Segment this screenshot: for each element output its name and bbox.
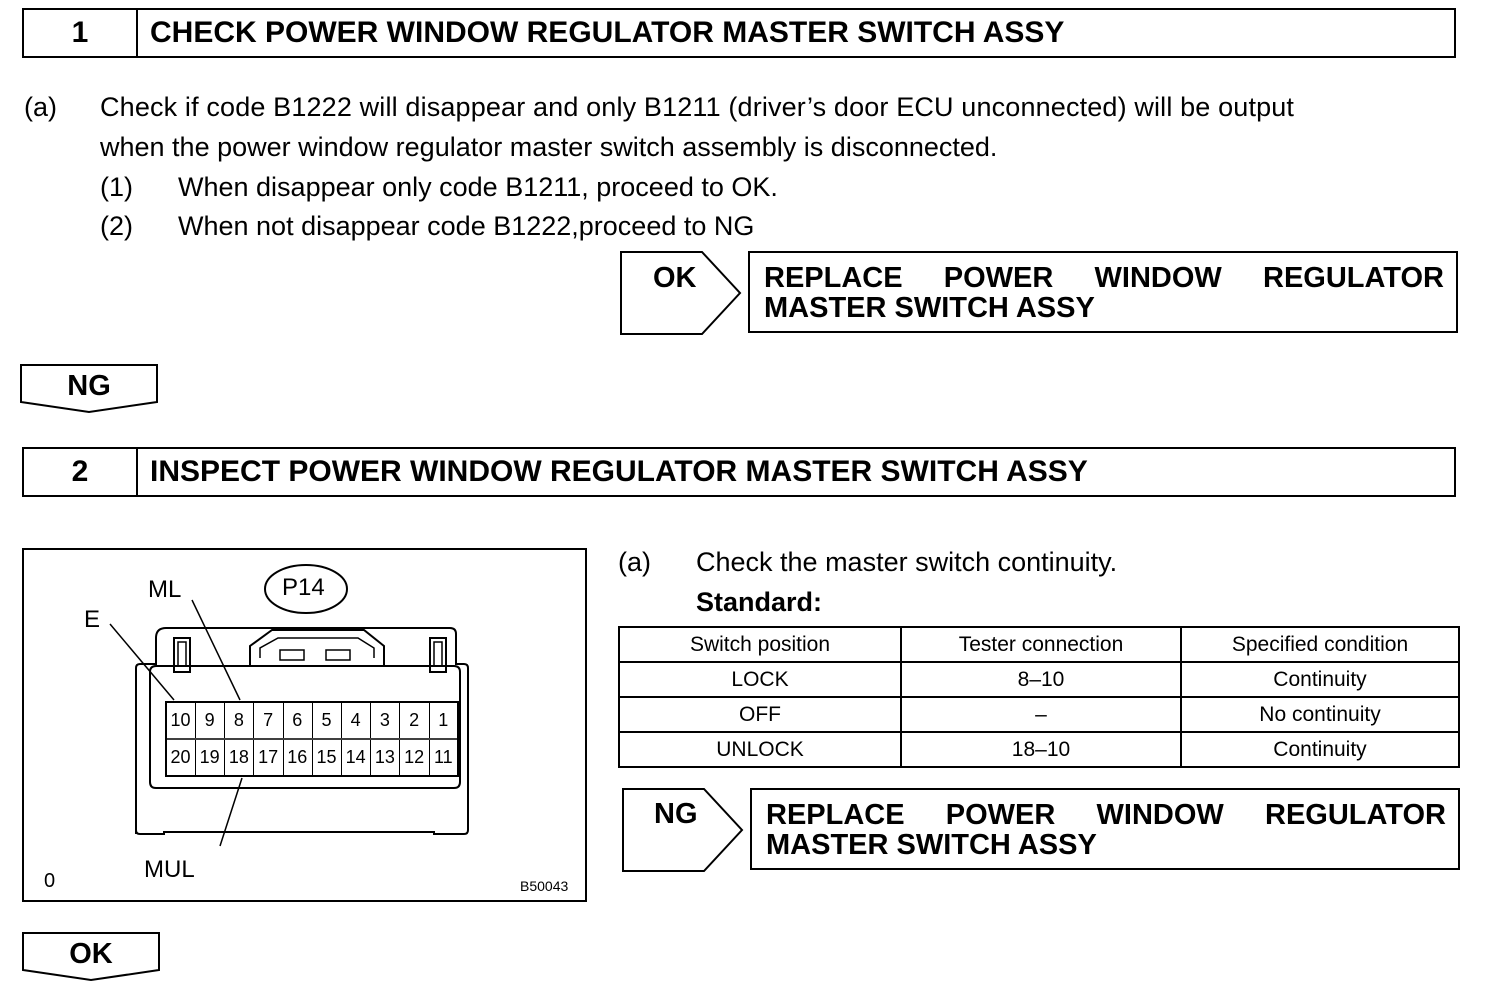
table-header: Specified condition — [1180, 626, 1460, 663]
continuity-table: Switch position Tester connection Specif… — [618, 626, 1460, 768]
label-e: E — [84, 606, 101, 633]
connector-pin: 14 — [341, 740, 372, 775]
table-cell: OFF — [618, 696, 902, 733]
table-cell: 8–10 — [900, 661, 1182, 698]
step-1-sub2-marker: (2) — [100, 211, 133, 241]
step-2-item-a-marker: (a) — [618, 547, 651, 577]
connector-pin: 11 — [433, 747, 453, 767]
connector-pin: 9 — [195, 703, 226, 738]
connector-pin: 1 — [438, 710, 449, 730]
result-word: POWER — [943, 262, 1054, 294]
table-header: Switch position — [618, 626, 902, 663]
step-2-number: 2 — [24, 449, 138, 495]
label-ml: ML — [148, 576, 182, 603]
figure-corner-left: 0 — [44, 870, 56, 892]
table-cell: Continuity — [1180, 661, 1460, 698]
step-1-ng-down-arrow: NG — [20, 364, 158, 414]
connector-pin: 18 — [224, 740, 255, 775]
connector-pin: 3 — [370, 703, 401, 738]
connector-pin: 20 — [166, 740, 196, 775]
step-2-ok-down-arrow: OK — [22, 932, 160, 982]
connector-drawing — [109, 564, 469, 847]
connector-pin: 4 — [341, 703, 372, 738]
right-arrow-icon — [620, 251, 742, 335]
table-cell: LOCK — [618, 661, 902, 698]
step-1-result-box: REPLACE POWER WINDOW REGULATOR MASTER SW… — [748, 251, 1458, 333]
table-row: UNLOCK 18–10 Continuity — [618, 731, 1460, 768]
step-2-title: INSPECT POWER WINDOW REGULATOR MASTER SW… — [150, 455, 1088, 488]
step-1-ng-label: NG — [67, 370, 111, 402]
label-mul: MUL — [144, 856, 195, 883]
connector-pin: 19 — [195, 740, 226, 775]
figure-code: B50043 — [520, 878, 569, 894]
table-cell: No continuity — [1180, 696, 1460, 733]
connector-pin: 12 — [400, 740, 430, 775]
table-header-row: Switch position Tester connection Specif… — [618, 626, 1460, 663]
step-1-sub1-text: When disappear only code B1211, proceed … — [178, 172, 778, 202]
table-cell: 18–10 — [900, 731, 1182, 768]
connector-pin: 13 — [370, 740, 401, 775]
standard-label: Standard: — [696, 587, 823, 617]
connector-pin: 8 — [224, 703, 255, 738]
result-word: WINDOW — [1096, 799, 1224, 831]
step-1-result-line2: MASTER SWITCH ASSY — [764, 292, 1095, 324]
step-1-number: 1 — [24, 10, 138, 56]
result-word: REPLACE — [766, 799, 905, 831]
table-row: LOCK 8–10 Continuity — [618, 661, 1460, 698]
step-1-item-a-line1: Check if code B1222 will disappear and o… — [100, 92, 1295, 122]
table-cell: Continuity — [1180, 731, 1460, 768]
step-2-ng-label: NG — [654, 798, 698, 830]
table-cell: UNLOCK — [618, 731, 902, 768]
step-1-sub2-text: When not disappear code B1222,proceed to… — [178, 211, 755, 241]
connector-pin: 10 — [166, 703, 196, 738]
result-word: REPLACE — [764, 262, 903, 294]
table-header: Tester connection — [900, 626, 1182, 663]
step-1-item-a-marker: (a) — [24, 92, 57, 122]
result-word: REGULATOR — [1263, 262, 1444, 294]
connector-pin: 16 — [283, 740, 313, 775]
step-1-header: 1 CHECK POWER WINDOW REGULATOR MASTER SW… — [22, 8, 1456, 58]
connector-pin: 6 — [283, 703, 313, 738]
connector-pin: 5 — [312, 703, 342, 738]
step-1-ok-label: OK — [653, 262, 697, 294]
connector-pin: 7 — [254, 703, 284, 738]
step-2-item-a-text: Check the master switch continuity. — [696, 547, 1118, 577]
step-2-result-box: REPLACE POWER WINDOW REGULATOR MASTER SW… — [750, 788, 1460, 870]
step-1-sub1-marker: (1) — [100, 172, 133, 202]
step-2-result-line2: MASTER SWITCH ASSY — [766, 829, 1097, 861]
result-word: WINDOW — [1094, 262, 1222, 294]
connector-pin: 17 — [254, 740, 284, 775]
step-1-item-a-line2: when the power window regulator master s… — [100, 132, 998, 162]
table-cell: – — [900, 696, 1182, 733]
down-arrow-icon — [20, 364, 158, 414]
right-arrow-icon — [622, 788, 744, 872]
step-1-title: CHECK POWER WINDOW REGULATOR MASTER SWIT… — [150, 16, 1065, 49]
connector-pin: 2 — [400, 703, 430, 738]
result-word: POWER — [945, 799, 1056, 831]
down-arrow-icon — [22, 932, 160, 982]
result-word: REGULATOR — [1265, 799, 1446, 831]
step-2-ok-label: OK — [69, 938, 113, 970]
step-2-header: 2 INSPECT POWER WINDOW REGULATOR MASTER … — [22, 447, 1456, 497]
table-row: OFF – No continuity — [618, 696, 1460, 733]
connector-id: P14 — [282, 574, 325, 601]
connector-pin: 15 — [312, 740, 342, 775]
